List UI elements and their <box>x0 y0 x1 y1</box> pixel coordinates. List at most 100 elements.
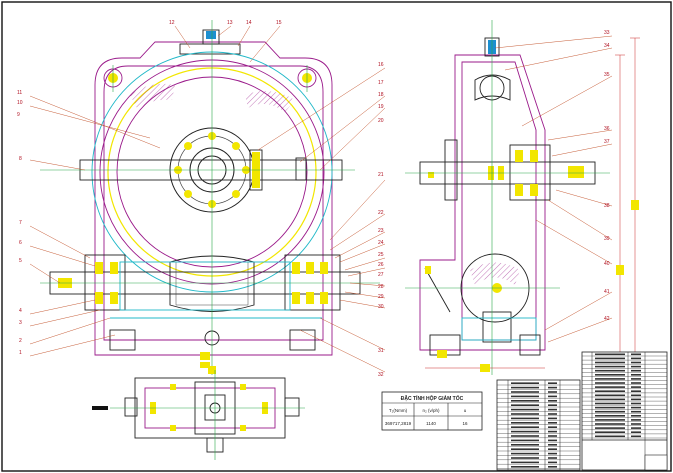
parts-list-entry <box>511 426 539 428</box>
parts-list-entry <box>511 386 539 389</box>
parts-list-entry <box>631 369 641 372</box>
parts-list-entry <box>631 353 641 356</box>
parts-list-entry <box>511 457 539 459</box>
parts-list-entry <box>631 435 641 438</box>
label-3: 3 <box>19 320 22 326</box>
parts-list-entry <box>511 400 539 402</box>
label-21-upper: 21 <box>378 172 384 178</box>
parts-list-entry <box>511 452 539 455</box>
parts-list-entry <box>548 439 557 442</box>
labels-side: 33 34 35 36 37 38 39 40 41 42 <box>604 30 610 322</box>
parts-list-entry <box>548 435 557 437</box>
spec-value-speed: 1140 <box>426 421 436 426</box>
label-2: 2 <box>19 338 22 344</box>
parts-list-entry <box>631 406 641 409</box>
parts-list-entry <box>595 374 625 376</box>
leaders-side <box>494 35 613 343</box>
front-view <box>40 20 380 375</box>
bearing-right <box>292 262 328 304</box>
label-35: 35 <box>604 72 610 78</box>
label-24: 24 <box>378 240 384 246</box>
side-view <box>405 20 640 375</box>
leaders-front-left <box>29 95 161 357</box>
parts-list-entry <box>631 365 641 368</box>
label-26: 26 <box>378 262 384 268</box>
parts-list-entry <box>595 353 625 356</box>
parts-list-entry <box>595 365 625 368</box>
top-view <box>92 366 305 460</box>
label-41: 41 <box>604 289 610 295</box>
parts-list-entry <box>631 402 641 405</box>
label-16: 16 <box>378 62 384 68</box>
hub-bolt-holes <box>174 132 250 208</box>
parts-list-entry <box>548 400 557 402</box>
parts-list-entry <box>548 461 557 464</box>
label-15: 15 <box>276 20 282 26</box>
parts-list-entry <box>595 402 625 405</box>
parts-list-entry <box>631 390 641 392</box>
label-5: 5 <box>19 258 22 264</box>
parts-list-entry <box>595 423 625 425</box>
label-23: 23 <box>378 228 384 234</box>
parts-list-entry <box>595 406 625 409</box>
parts-list-entry <box>631 398 641 401</box>
parts-list-entry <box>595 431 625 433</box>
label-30: 30 <box>378 304 384 310</box>
label-36: 36 <box>604 126 610 132</box>
parts-list-entry <box>595 378 625 380</box>
leaders-front-top <box>174 25 281 63</box>
labels-front-left: 11 10 9 8 7 6 5 4 3 2 1 <box>17 90 23 356</box>
label-8: 8 <box>19 156 22 162</box>
label-40: 40 <box>604 261 610 267</box>
label-42: 42 <box>604 316 610 322</box>
parts-list-entry <box>595 357 625 360</box>
parts-list-entry <box>595 398 625 401</box>
parts-list-entry <box>631 415 641 417</box>
label-18: 18 <box>378 92 384 98</box>
label-31: 31 <box>378 348 384 354</box>
label-11: 11 <box>17 90 22 96</box>
parts-list-entry <box>548 413 557 415</box>
parts-list-entry <box>631 386 641 388</box>
parts-list-entry <box>631 431 641 433</box>
parts-list-entry <box>595 410 625 413</box>
front-housing-outline <box>94 41 333 356</box>
parts-list-entry <box>595 394 625 397</box>
parts-list-entry <box>631 382 641 384</box>
labels-front-top: 12 13 14 15 <box>169 20 282 26</box>
parts-list-entry <box>511 395 539 398</box>
parts-list-entry <box>548 404 557 406</box>
label-38: 38 <box>604 203 610 209</box>
parts-list-entry <box>631 427 641 429</box>
parts-list-entry <box>548 448 557 450</box>
parts-list-entry <box>511 448 539 450</box>
spec-table-title: ĐẶC TÍNH HỘP GIẢM TỐC <box>401 394 464 402</box>
parts-list-entry <box>631 378 641 380</box>
parts-list-entry <box>511 439 539 442</box>
parts-list-entry <box>511 444 539 446</box>
parts-list-entry <box>548 382 557 384</box>
spec-table: ĐẶC TÍNH HỘP GIẢM TỐC T₂(Nmm) n₂ (v/ph) … <box>381 391 483 431</box>
label-28: 28 <box>378 284 384 290</box>
label-39: 39 <box>604 236 610 242</box>
parts-list-entry <box>595 435 625 438</box>
parts-list-entry <box>511 435 539 437</box>
parts-list-entry <box>631 410 641 413</box>
parts-list-entry <box>548 452 557 455</box>
parts-list-entry <box>631 357 641 360</box>
label-12: 12 <box>169 20 175 26</box>
label-25: 25 <box>378 252 384 258</box>
label-13: 13 <box>227 20 233 26</box>
parts-list-entry <box>631 394 641 397</box>
side-wheel-section <box>474 74 511 101</box>
parts-list-entry <box>548 395 557 398</box>
parts-list-entry <box>595 390 625 392</box>
parts-list-entry <box>548 408 557 411</box>
parts-list-entry <box>595 427 625 429</box>
parts-list-entry <box>511 417 539 420</box>
front-housing-inner <box>103 65 324 341</box>
parts-list-entry <box>511 422 539 424</box>
parts-list-entry <box>548 444 557 446</box>
parts-list-entry <box>595 415 625 417</box>
